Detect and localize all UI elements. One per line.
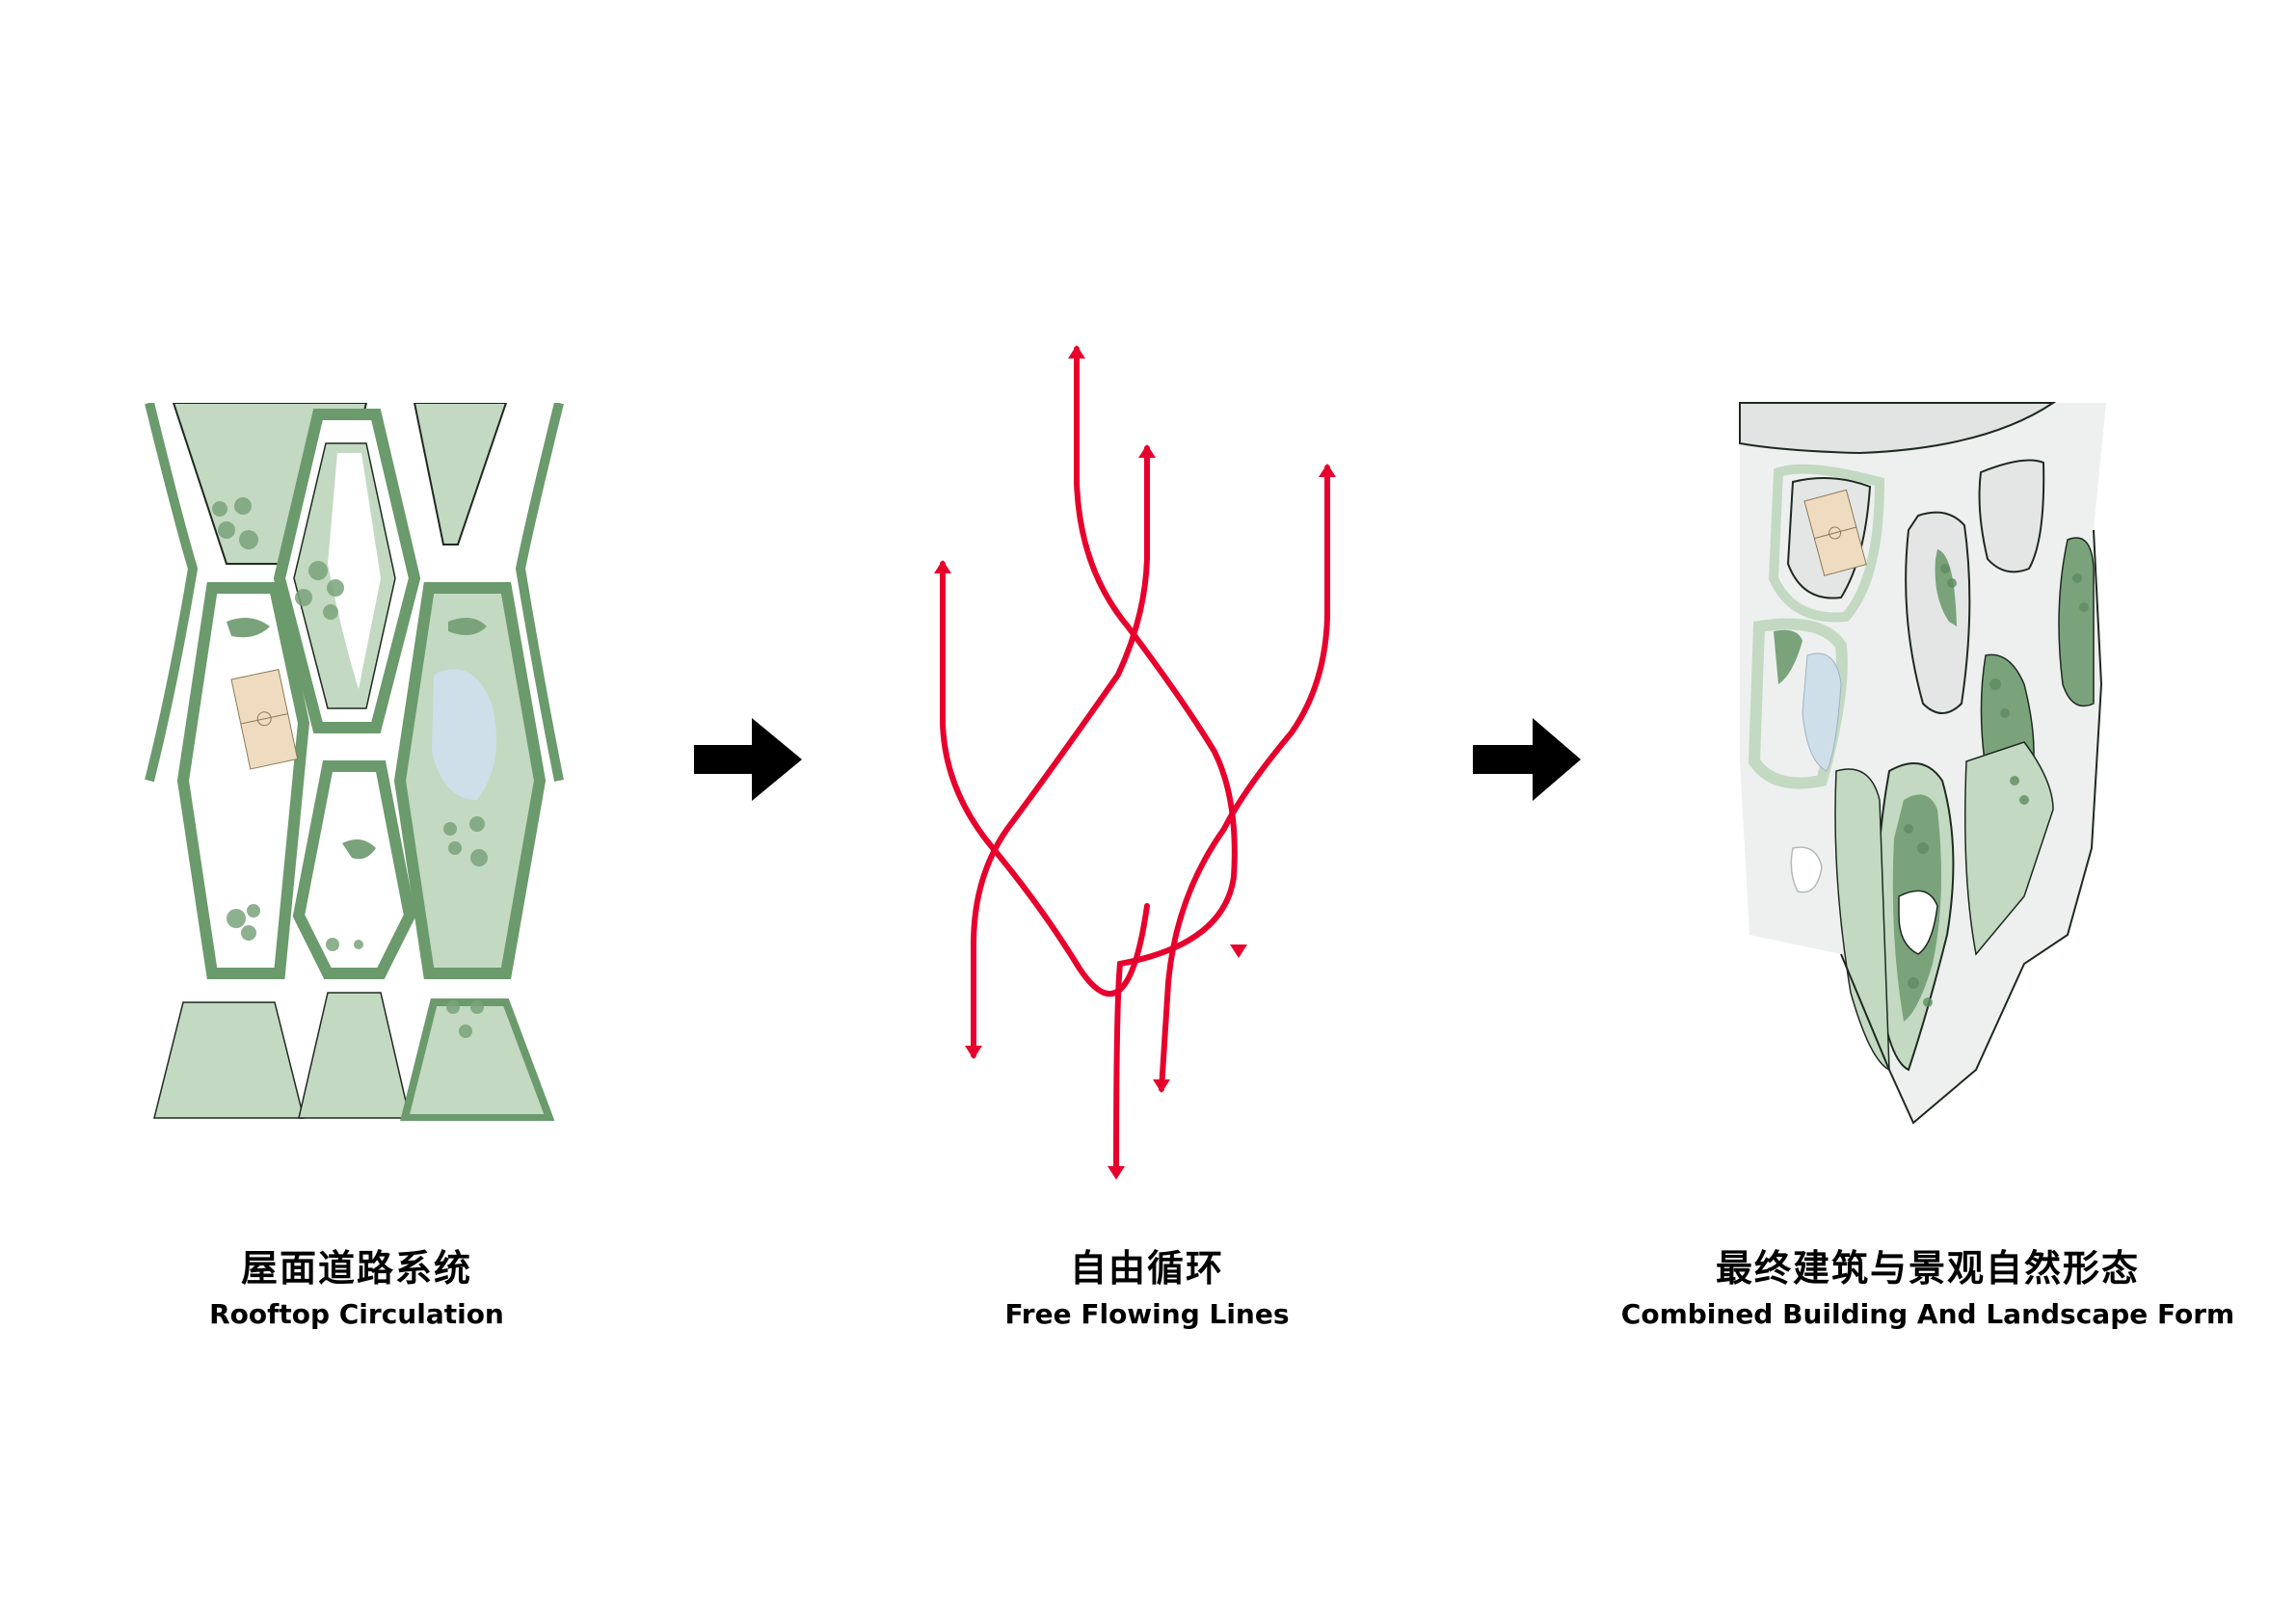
caption-title-zh: 自由循环	[1069, 1247, 1224, 1290]
right-arrow-icon	[1473, 718, 1581, 801]
combined-form-illustration	[1735, 395, 2140, 1147]
stage-caption-final: 最终建筑与景观自然形态 Combined Building And Landsc…	[1600, 1245, 2256, 1334]
right-arrow-icon	[694, 718, 802, 801]
caption-title-en: Combined Building And Landscape Form	[1620, 1298, 2235, 1330]
caption-title-en: Rooftop Circulation	[209, 1298, 504, 1330]
caption-title-en: Free Flowing Lines	[1004, 1298, 1290, 1330]
flow-line	[1074, 346, 1238, 1174]
stage-caption-flow: 自由循环 Free Flowing Lines	[954, 1245, 1340, 1334]
stage-caption-rooftop: 屋面道路系统 Rooftop Circulation	[164, 1245, 549, 1334]
caption-title-zh: 屋面道路系统	[240, 1247, 472, 1290]
caption-title-zh: 最终建筑与景观自然形态	[1715, 1247, 2140, 1290]
free-flowing-lines-illustration	[906, 328, 1349, 1195]
rooftop-circulation-illustration	[135, 395, 578, 1128]
